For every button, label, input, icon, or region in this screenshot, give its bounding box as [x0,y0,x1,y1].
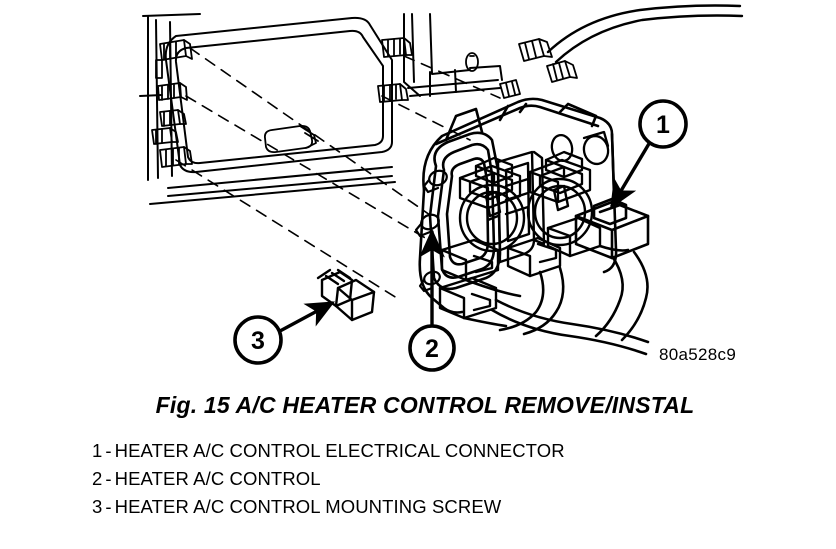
heater-control-mounting-screw [316,268,376,322]
figure-part-number: 80a528c9 [659,345,737,364]
legend-item-3: 3-HEATER A/C CONTROL MOUNTING SCREW [92,493,836,521]
legend-item-1: 1-HEATER A/C CONTROL ELECTRICAL CONNECTO… [92,437,836,465]
legend-number-2: 2 [92,468,103,489]
heater-cable [546,4,744,64]
figure-title: Fig. 15 A/C HEATER CONTROL REMOVE/INSTAL [155,392,695,418]
legend-label-3: HEATER A/C CONTROL MOUNTING SCREW [114,496,502,517]
panel-mid-retainer [263,124,319,154]
callout-leaders [278,140,652,333]
wire-harness [462,244,650,356]
panel-grommet [465,52,479,72]
callout-circle-3 [233,315,283,365]
control-rotary-knob-right [526,177,594,247]
callout-1-leader [610,140,652,209]
dash-right-structure [403,13,503,97]
control-switch-block-left [458,156,522,210]
figure-legend: 1-HEATER A/C CONTROL ELECTRICAL CONNECTO… [0,437,836,521]
panel-retainer-clips [151,39,193,168]
legend-dash-1: - [105,440,112,461]
legend-item-2: 2-HEATER A/C CONTROL [92,465,836,493]
callout-label-3: 3 [251,327,265,355]
instrument-panel-opening [149,16,396,205]
callout-circle-1 [638,99,688,149]
callout-circle-2 [408,324,456,372]
legend-dash-3: - [105,496,112,517]
control-rotary-knob-left [458,183,526,253]
legend-number-1: 1 [92,440,103,461]
callout-label-2: 2 [425,335,439,363]
panel-right-clips [377,37,413,103]
alignment-dashed-lines [175,47,501,301]
control-round-knob [550,130,610,166]
callout-3-leader [278,301,335,333]
technical-illustration: 1 2 3 [139,4,744,372]
figure-caption-block: Fig. 15 A/C HEATER CONTROL REMOVE/INSTAL… [0,392,836,521]
legend-label-2: HEATER A/C CONTROL [114,468,321,489]
legend-label-1: HEATER A/C CONTROL ELECTRICAL CONNECTOR [114,440,565,461]
legend-dash-2: - [105,468,112,489]
callout-balloons [233,99,688,372]
callout-label-1: 1 [656,111,670,139]
cable-retainer-clips [499,38,578,99]
legend-number-3: 3 [92,496,103,517]
